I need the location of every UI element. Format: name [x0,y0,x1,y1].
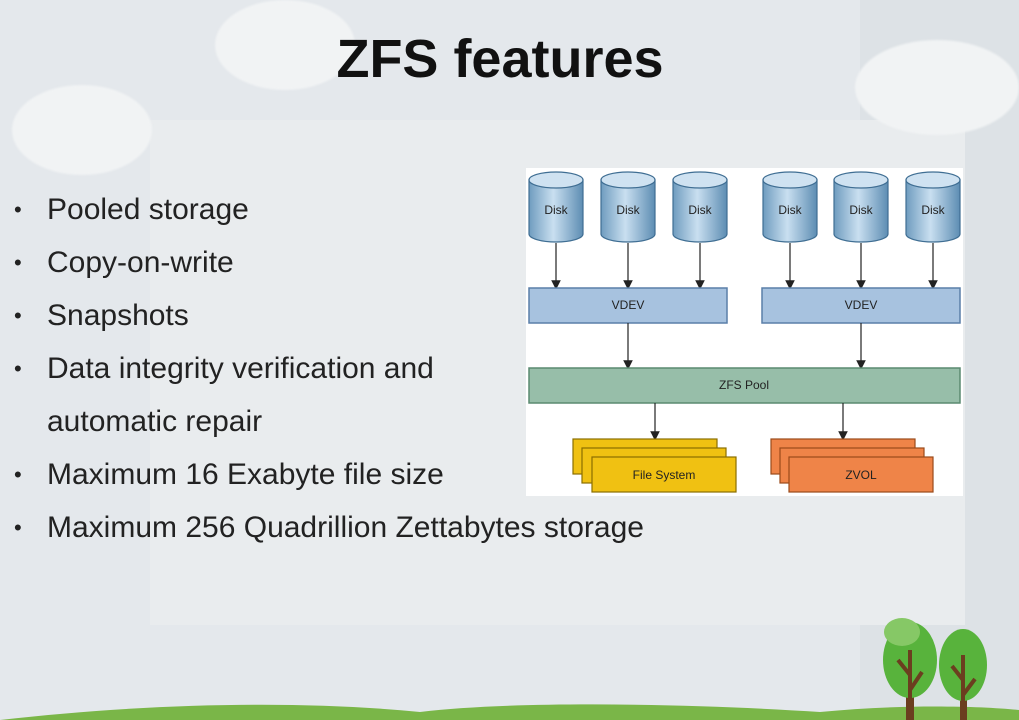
disk-icon: Disk [600,171,656,243]
bullet-icon: • [14,250,22,275]
filesystem-label: File System [633,468,696,482]
slide-title: ZFS features [336,29,664,89]
arrows-vdev-to-pool [623,323,866,370]
bullet-icon: • [14,303,22,328]
cloud-decoration [215,0,355,90]
zvol-label: ZVOL [845,468,877,482]
diagram-canvas: Disk Disk Disk Disk Disk Disk VDEV VDEV ZFS P… [528,171,961,493]
zfs-pool-box [528,367,961,404]
bullet-item: •Snapshots [12,289,712,342]
bullet-icon: • [14,356,22,381]
bullet-icon: • [14,197,22,222]
bullet-icon: • [14,462,22,487]
disk-label: Disk [688,203,712,217]
vdev-label: VDEV [845,298,878,312]
bullet-item: •Maximum 16 Exabyte file size [12,448,712,501]
disk-label: Disk [778,203,802,217]
bullet-item: •Pooled storage [12,183,712,236]
zfs-pool-label: ZFS Pool [719,378,769,392]
disk-label: Disk [616,203,640,217]
bullet-item: •Copy-on-write [12,236,712,289]
bullet-item: •Data integrity verification and automat… [12,342,487,448]
disk-group: Disk Disk Disk Disk Disk Disk [528,171,961,243]
disk-icon: Disk [672,171,728,243]
disk-icon: Disk [833,171,889,243]
disk-label: Disk [921,203,945,217]
cloud-decoration [12,85,152,175]
disk-label: Disk [544,203,568,217]
bullet-item: •Maximum 256 Quadrillion Zettabytes stor… [12,501,712,554]
disk-icon: Disk [762,171,818,243]
cloud-decoration [855,40,1019,135]
bullet-list: •Pooled storage •Copy-on-write •Snapshot… [12,183,712,554]
filesystem-stack: File System [572,438,737,493]
bullet-icon: • [14,515,22,540]
zfs-architecture-diagram: Disk Disk Disk Disk Disk Disk VDEV VDEV ZFS P… [526,168,963,496]
vdev-label: VDEV [612,298,645,312]
vdev-box [761,287,961,324]
arrows-disk-to-vdev [551,243,938,290]
disk-icon: Disk [528,171,584,243]
arrows-pool-to-datasets [650,403,848,441]
zvol-stack: ZVOL [770,438,934,493]
disk-icon: Disk [905,171,961,243]
disk-label: Disk [849,203,873,217]
